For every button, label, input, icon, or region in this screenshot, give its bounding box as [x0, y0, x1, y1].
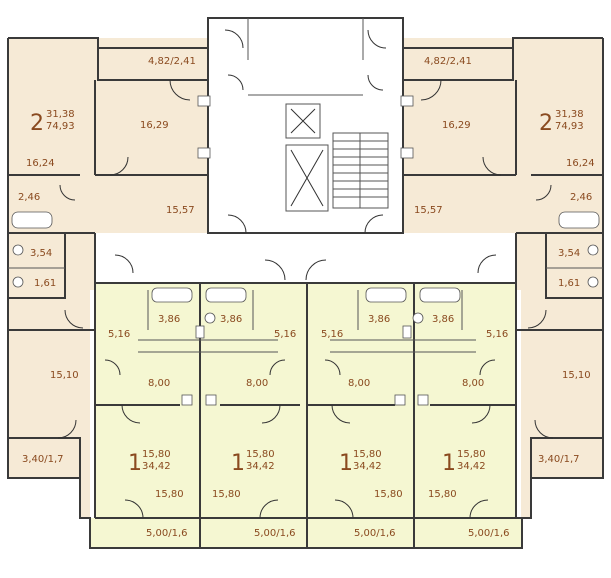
studio-kitchen-area: 8,00: [348, 378, 370, 389]
left-apartment-area: [8, 38, 208, 518]
right-bath-area: 3,54: [558, 248, 580, 259]
left-balcony-top: 4,82/2,41: [148, 56, 196, 67]
studio-room-count: 1: [231, 451, 245, 476]
studio-bath-area: 3,86: [432, 314, 454, 325]
studio-bath-area: 3,86: [368, 314, 390, 325]
staircase: [332, 132, 389, 209]
studio-hall-area: 5,16: [274, 329, 296, 340]
studio-area: [90, 283, 522, 548]
studio-kitchen-area: 8,00: [246, 378, 268, 389]
right-corridor-area: 15,57: [414, 205, 443, 216]
left-living-area: 31,38: [46, 109, 75, 120]
left-wc-area: 1,61: [34, 278, 56, 289]
studio-balcony-area: 5,00/1,6: [254, 528, 296, 539]
left-bath-area: 3,54: [30, 248, 52, 259]
walls: [7, 17, 604, 549]
studio-total-area: 34,42: [142, 461, 171, 472]
left-balcony-bottom: 3,40/1,7: [22, 454, 64, 465]
right-room-count: 2: [539, 111, 553, 136]
studio-total-area: 34,42: [353, 461, 382, 472]
studio-room-count: 1: [442, 451, 456, 476]
right-apartment-labels: 2 31,38 74,93 4,82/2,41 16,29 16,24 2,46…: [414, 56, 595, 465]
right-hall-area: 2,46: [570, 192, 592, 203]
studio-living-area: 15,80: [353, 449, 382, 460]
studio-room-area: 15,80: [212, 489, 241, 500]
studio-2-labels: 3,86 5,16 8,00 1 15,80 34,42 15,80 5,00/…: [212, 314, 296, 539]
studio-living-area: 15,80: [457, 449, 486, 460]
doors: [57, 29, 554, 519]
left-living-room-area: 16,24: [26, 158, 55, 169]
studio-4-labels: 3,86 5,16 8,00 1 15,80 34,42 15,80 5,00/…: [428, 314, 510, 539]
studio-room-count: 1: [128, 451, 142, 476]
bathroom-fixtures: [11, 95, 600, 406]
studio-hall-area: 5,16: [108, 329, 130, 340]
studio-1-labels: 3,86 5,16 8,00 1 15,80 34,42 15,80 5,00/…: [108, 314, 188, 539]
studio-kitchen-area: 8,00: [462, 378, 484, 389]
studio-room-count: 1: [339, 451, 353, 476]
studio-3-labels: 3,86 5,16 8,00 1 15,80 34,42 15,80 5,00/…: [321, 314, 403, 539]
right-living-room-area: 16,24: [566, 158, 595, 169]
right-wc-area: 1,61: [558, 278, 580, 289]
right-living-area: 31,38: [555, 109, 584, 120]
studio-bath-area: 3,86: [158, 314, 180, 325]
right-total-area: 74,93: [555, 121, 584, 132]
studio-living-area: 15,80: [142, 449, 171, 460]
right-balcony-top: 4,82/2,41: [424, 56, 472, 67]
left-bedroom-area: 16,29: [140, 120, 169, 131]
studio-total-area: 34,42: [246, 461, 275, 472]
studio-bath-area: 3,86: [220, 314, 242, 325]
right-balcony-bottom: 3,40/1,7: [538, 454, 580, 465]
left-total-area: 74,93: [46, 121, 75, 132]
studio-balcony-area: 5,00/1,6: [354, 528, 396, 539]
left-lower-room-area: 15,10: [50, 370, 79, 381]
studio-living-area: 15,80: [246, 449, 275, 460]
studio-room-area: 15,80: [155, 489, 184, 500]
studio-hall-area: 5,16: [486, 329, 508, 340]
studio-total-area: 34,42: [457, 461, 486, 472]
studio-balcony-area: 5,00/1,6: [468, 528, 510, 539]
studio-room-area: 15,80: [374, 489, 403, 500]
right-lower-room-area: 15,10: [562, 370, 591, 381]
right-apartment-area: [403, 38, 603, 518]
left-apartment-labels: 2 31,38 74,93 4,82/2,41 16,29 16,24 2,46…: [18, 56, 196, 465]
studio-kitchen-area: 8,00: [148, 378, 170, 389]
right-bedroom-area: 16,29: [442, 120, 471, 131]
studio-hall-area: 5,16: [321, 329, 343, 340]
left-corridor-area: 15,57: [166, 205, 195, 216]
studio-balcony-area: 5,00/1,6: [146, 528, 188, 539]
studio-room-area: 15,80: [428, 489, 457, 500]
left-room-count: 2: [30, 111, 44, 136]
left-hall-area: 2,46: [18, 192, 40, 203]
